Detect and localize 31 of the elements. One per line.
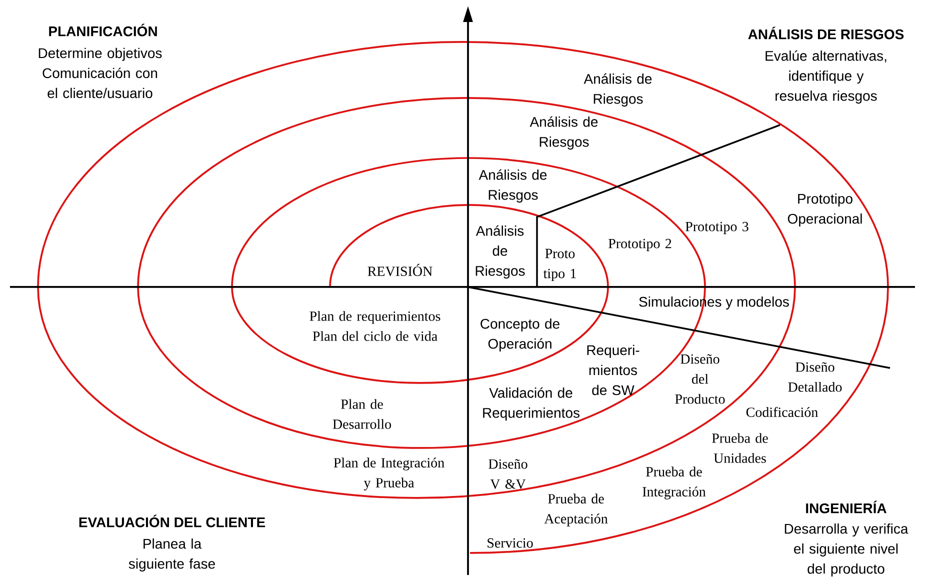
stage-label: Validación de Requerimientos — [483, 387, 580, 421]
stage-label: Servicio — [488, 538, 533, 548]
stage-label: Plan de Integración y Prueba — [334, 458, 444, 490]
quadrant-description: Evalúe alternativas, identifique y resuelva riesgos — [766, 50, 886, 104]
quadrant-description: Desarrolla y verifica el siguiente nivel del producto — [784, 523, 908, 577]
quadrant-heading: EVALUACIÓN DEL CLIENTE — [79, 514, 266, 528]
stage-label: Concepto de Operación — [480, 318, 560, 352]
stage-label: Prototipo Operacional — [788, 193, 862, 227]
stage-label: Prueba de Unidades — [712, 433, 768, 463]
stage-label: Prototipo 3 — [686, 222, 748, 234]
stage-label: Diseño Detallado — [788, 362, 842, 392]
stage-label: Codificación — [746, 407, 818, 417]
stage-label: Análisis de Riesgos — [478, 169, 547, 203]
stage-label: Plan de requerimientos Plan del ciclo de vida — [310, 311, 440, 341]
quadrant-description: Planea la siguiente fase — [128, 538, 215, 572]
quadrant-heading: INGENIERÍA — [806, 500, 886, 514]
stage-label: Plan de Desarrollo — [332, 399, 392, 429]
stage-label: Análisis de Riesgos — [476, 225, 525, 279]
stage-label: REVISIÓN — [368, 264, 432, 276]
stage-label: Prototipo 2 — [608, 238, 672, 252]
stage-label: Diseño del Producto — [675, 354, 725, 404]
quadrant-heading: PLANIFICACIÓN — [49, 24, 157, 36]
stage-label: Diseño V &V — [488, 459, 528, 489]
stage-label: Requeri- mientos de SW — [587, 344, 640, 396]
stage-label: Proto tipo 1 — [543, 248, 576, 282]
stage-label: Análisis de Riesgos — [530, 116, 598, 150]
quadrant-heading: ANÁLISIS DE RIESGOS — [748, 26, 904, 40]
stage-label: Prueba de Integración — [642, 466, 706, 500]
stage-label: Análisis de Riesgos — [584, 73, 652, 107]
stage-label: Prueba de Aceptación — [544, 494, 608, 526]
quadrant-description: Determine objetivos Comunicación con el cliente/usuario — [38, 48, 162, 98]
